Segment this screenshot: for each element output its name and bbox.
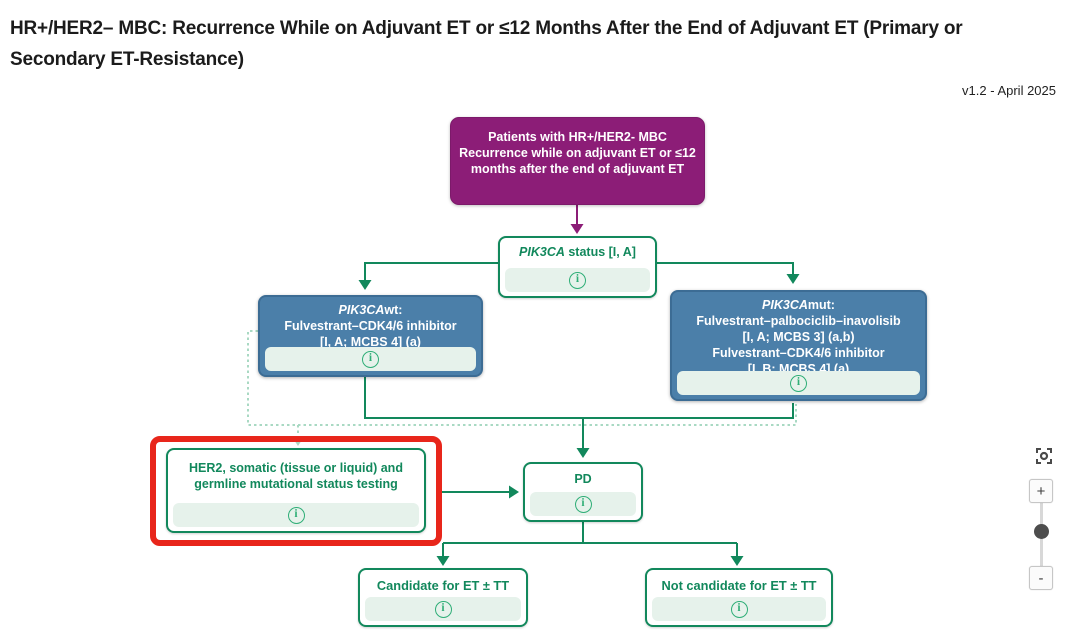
zoom-in-button[interactable]: +	[1029, 479, 1053, 503]
info-icon[interactable]: i	[287, 506, 305, 524]
node-patients-text: Patients with HR+/HER2- MBC Recurrence w…	[459, 129, 696, 177]
not-candidate-text: Not candidate for ET ± TT	[661, 578, 817, 593]
dotted-connectors	[247, 330, 797, 437]
node-pik3ca-mut[interactable]: PIK3CAmut: Fulvestrant–palbociclib–inavo…	[670, 290, 927, 401]
fit-view-icon	[1036, 448, 1052, 464]
pik3ca-status-text: PIK3CA status [I, A]	[500, 238, 655, 260]
info-icon[interactable]: i	[362, 350, 379, 368]
arrowheads	[358, 224, 800, 566]
patients-line2: Recurrence while on adjuvant ET or ≤12 m…	[459, 146, 696, 176]
info-strip: i	[173, 503, 419, 527]
dotted-arrowhead	[291, 436, 305, 446]
fit-view-button[interactable]	[1033, 445, 1055, 467]
zoom-slider-handle[interactable]	[1034, 524, 1049, 539]
mut-suffix: mut:	[807, 298, 835, 312]
info-icon[interactable]: i	[730, 600, 748, 618]
candidate-text: Candidate for ET ± TT	[376, 578, 510, 593]
info-strip: i	[652, 597, 826, 621]
wt-line1: Fulvestrant–CDK4/6 inhibitor	[284, 319, 457, 333]
node-patients[interactable]: Patients with HR+/HER2- MBC Recurrence w…	[450, 117, 705, 205]
info-strip: i	[365, 597, 521, 621]
zoom-out-button[interactable]: -	[1029, 566, 1053, 590]
node-her2-testing[interactable]: HER2, somatic (tissue or liquid) and ger…	[166, 448, 426, 533]
info-strip: i	[677, 371, 920, 395]
gene-name: PIK3CA	[762, 298, 808, 312]
solid-connectors	[364, 205, 794, 557]
info-strip: i	[530, 492, 636, 516]
gene-name: PIK3CA	[338, 303, 385, 317]
info-strip: i	[265, 347, 476, 371]
mut-line1: Fulvestrant–palbociclib–inavolisib	[696, 314, 901, 328]
info-icon[interactable]: i	[574, 495, 592, 513]
mut-line3: Fulvestrant–CDK4/6 inhibitor	[712, 346, 885, 360]
node-pd[interactable]: PD i	[523, 462, 643, 522]
info-strip: i	[505, 268, 650, 292]
info-icon[interactable]: i	[569, 271, 586, 289]
node-candidate-et-tt[interactable]: Candidate for ET ± TT i	[358, 568, 528, 627]
node-pik3ca-wt[interactable]: PIK3CAwt: Fulvestrant–CDK4/6 inhibitor […	[258, 295, 483, 377]
pik3ca-wt-text: PIK3CAwt: Fulvestrant–CDK4/6 inhibitor […	[260, 302, 481, 350]
wt-line2: [I, A; MCBS 4] (a)	[320, 335, 421, 349]
page-title: HR+/HER2– MBC: Recurrence While on Adjuv…	[10, 18, 963, 70]
patients-line1: Patients with HR+/HER2- MBC	[488, 130, 667, 144]
node-not-candidate-et-tt[interactable]: Not candidate for ET ± TT i	[645, 568, 833, 627]
wt-suffix: wt:	[384, 303, 403, 317]
version-label: v1.2 - April 2025	[962, 83, 1056, 98]
info-icon[interactable]: i	[790, 374, 807, 392]
status-rest: status [I, A]	[564, 245, 636, 259]
gene-name: PIK3CA	[519, 245, 565, 259]
pd-text: PD	[574, 472, 592, 486]
mut-line2: [I, A; MCBS 3] (a,b)	[742, 330, 855, 344]
pik3ca-mut-text: PIK3CAmut: Fulvestrant–palbociclib–inavo…	[672, 297, 925, 377]
her2-testing-text: HER2, somatic (tissue or liquid) and ger…	[189, 461, 403, 491]
info-icon[interactable]: i	[434, 600, 452, 618]
node-pik3ca-status[interactable]: PIK3CA status [I, A] i	[498, 236, 657, 298]
